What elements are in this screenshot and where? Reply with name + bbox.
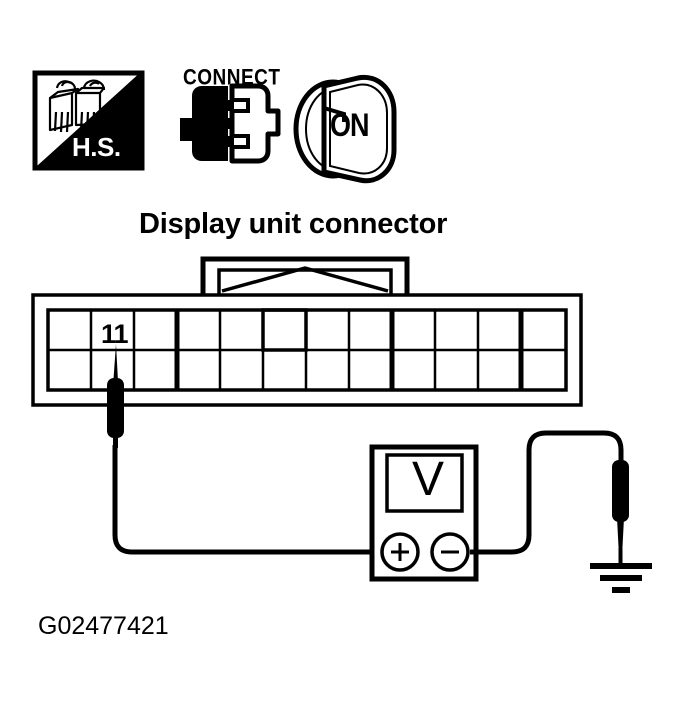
positive-terminal bbox=[380, 532, 420, 572]
hs-icon-label: H.S. bbox=[72, 132, 121, 162]
connector-latch-tab bbox=[200, 256, 410, 305]
pin-number-label: 11 bbox=[101, 319, 129, 349]
positive-lead-wire bbox=[112, 445, 378, 555]
positive-test-probe bbox=[107, 344, 124, 448]
negative-lead-wire bbox=[470, 430, 624, 555]
pin-cell-dividers bbox=[89, 310, 524, 390]
chassis-ground-symbol bbox=[590, 563, 652, 593]
connect-icon-label: CONNECT bbox=[183, 66, 281, 91]
voltmeter-display-symbol: V bbox=[411, 453, 444, 506]
figure-id-caption: G02477421 bbox=[38, 612, 169, 640]
ignition-icon-label: ON bbox=[330, 107, 369, 143]
voltmeter bbox=[369, 444, 479, 582]
hs-icon bbox=[32, 70, 145, 171]
connect-icon bbox=[180, 83, 281, 164]
negative-test-probe bbox=[612, 460, 629, 566]
diagram-title: Display unit connector bbox=[139, 208, 448, 240]
ignition-key-icon bbox=[293, 74, 397, 184]
hands-connector-illustration bbox=[48, 79, 106, 133]
negative-terminal bbox=[430, 532, 470, 572]
connector-body bbox=[31, 293, 583, 407]
